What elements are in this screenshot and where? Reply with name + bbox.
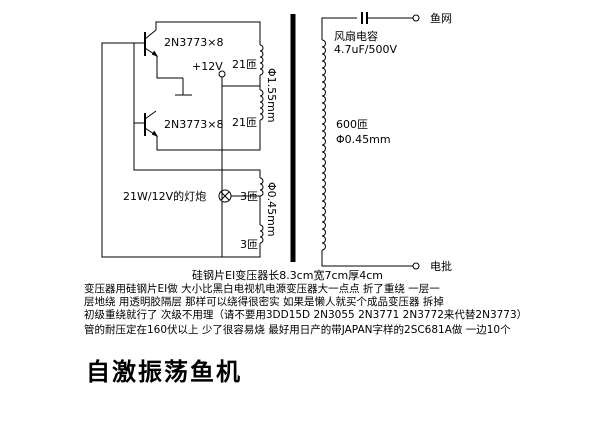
feedback-winding-top (259, 177, 264, 197)
core-spec: 硅钢片EI变压器长8.3cm宽7cm厚4cm (192, 268, 383, 282)
output-top-label: 鱼网 (430, 11, 452, 25)
primary-winding-top (259, 44, 264, 76)
output-terminal-bottom (412, 262, 420, 270)
lamp-label: 21W/12V的灯炮 (123, 189, 206, 203)
note-line-1: 变压器用硅钢片EI做 大小比黑白电视机电源变压器大一点点 折了重绕 一层一 (84, 283, 440, 295)
supply-label: +12V (192, 60, 223, 73)
lamp-symbol (218, 189, 232, 203)
primary-turns-bottom: 21匝 (232, 116, 257, 129)
transistor-bottom (134, 110, 159, 138)
feedback-turns-top: 3匝 (240, 190, 258, 203)
note-line-3: 初级重绕就行了 次级不用理（请不要用3DD15D 2N3055 2N3771 2… (84, 309, 528, 321)
feedback-turns-bottom: 3匝 (240, 238, 258, 251)
output-bottom-label: 电批 (430, 259, 452, 273)
capacitor-value: 4.7uF/500V (334, 43, 397, 56)
primary-wire-spec: Φ1.55mm (265, 68, 278, 123)
note-line-4: 管的耐压定在160伏以上 少了很容易烧 最好用日产的带JAPAN字样的2SC68… (84, 324, 511, 336)
note-line-2: 层地绕 用透明胶隔层 那样可以绕得很密实 如果是懒人就买个成品变压器 拆掉 (84, 296, 444, 308)
transistor-bottom-label: 2N3773×8 (164, 118, 223, 131)
page-title: 自激振荡鱼机 (86, 357, 242, 386)
frame-wire (101, 42, 245, 258)
capacitor-name: 风扇电容 (334, 29, 378, 43)
capacitor-symbol (361, 12, 368, 24)
output-terminal-top (412, 14, 420, 22)
transistor-top-label: 2N3773×8 (164, 36, 223, 49)
secondary-wire-spec: Φ0.45mm (336, 133, 391, 146)
secondary-turns: 600匝 (336, 118, 368, 131)
feedback-wire-spec: Φ0.45mm (265, 182, 278, 237)
secondary-winding (321, 39, 326, 251)
primary-turns-top: 21匝 (232, 58, 257, 71)
transistor-top (134, 29, 159, 58)
feedback-winding-bottom (259, 224, 264, 244)
primary-winding-bottom (259, 89, 264, 121)
